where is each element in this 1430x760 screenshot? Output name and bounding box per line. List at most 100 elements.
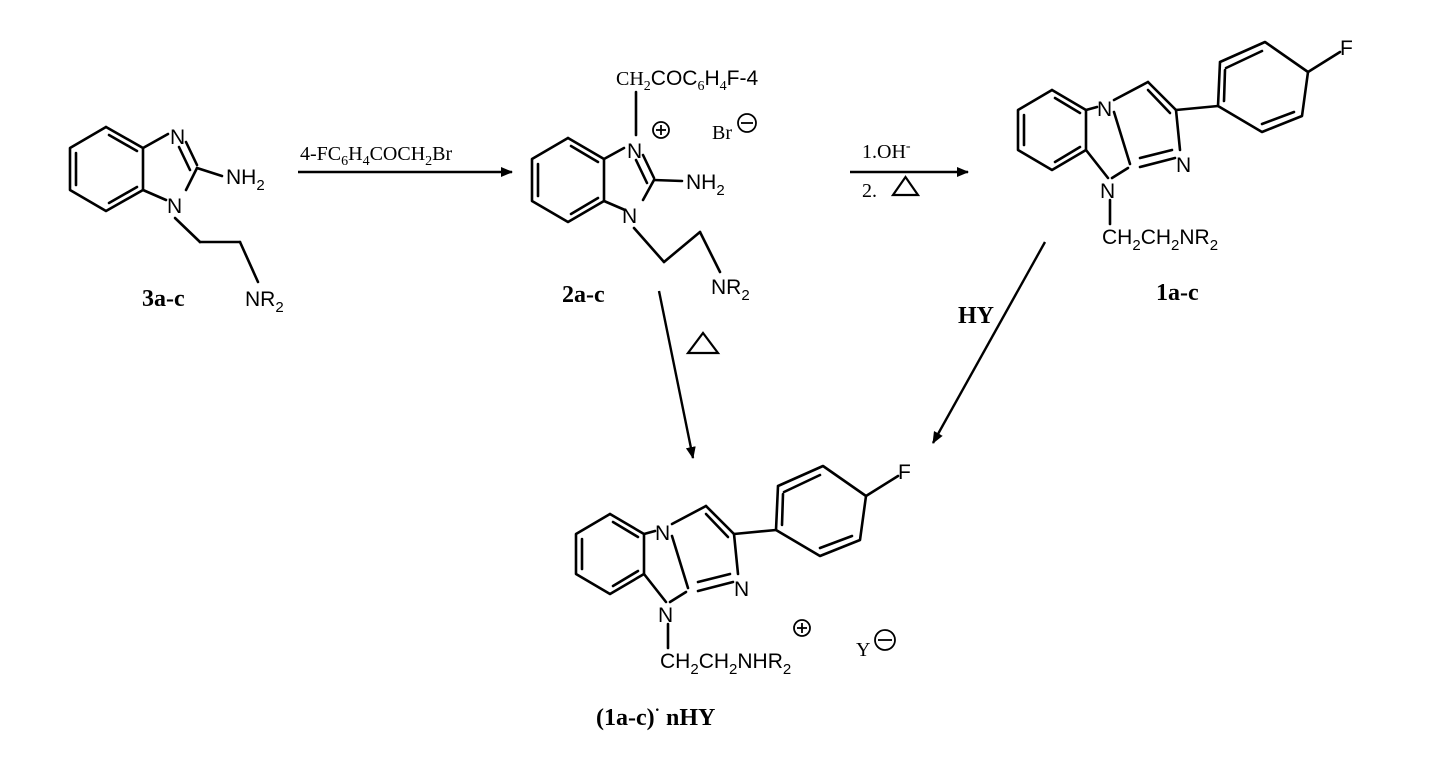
ring-double-bond [1146, 88, 1172, 115]
plus-charge-icon [652, 121, 670, 139]
benzene-inner-bond [611, 569, 640, 588]
reagent-phenacyl-bromide: 4-FC6H4COCH2Br [300, 143, 452, 169]
c-f-bond [1306, 50, 1342, 74]
imidazole-bond [141, 188, 168, 202]
aryl-link-bond [732, 528, 778, 536]
atom-nh2: NH2 [226, 166, 265, 194]
n-chain-ammonium: CH2CH2NHR2 [660, 650, 791, 678]
ring-bond [704, 504, 736, 536]
minus-charge-icon [874, 629, 896, 651]
reaction-arrow-3 [657, 290, 721, 459]
compound-1a-c: F N N N CH2CH2NR2 1a-c [1016, 37, 1353, 306]
benzene-inner-bond [569, 196, 600, 216]
compound-2a-c: CH2COC6H4F-4 N Br NH2 N NR2 2a-c [530, 67, 758, 308]
c-f-bond [864, 474, 900, 498]
chain-bond [238, 240, 260, 284]
atom-nh2: NH2 [686, 171, 725, 199]
imidazole-bond [141, 132, 170, 150]
ring-double-bond [1138, 148, 1174, 160]
imidazole-bond [602, 199, 627, 212]
ring-bond [732, 532, 740, 576]
ring-double-bond [704, 512, 730, 539]
atom-nr2: NR2 [711, 276, 750, 304]
aryl-inner-bond [1222, 68, 1227, 103]
ring-bond [1174, 108, 1182, 152]
imidazole-bond [641, 153, 656, 180]
reagent-hydroxide-step: 1.OH- [862, 139, 911, 163]
compound-1-bonds [1016, 40, 1342, 226]
ring-bond [642, 529, 657, 536]
compound-3a-c: N NH2 N NR2 3a-c [68, 125, 284, 316]
ring-bond [1138, 156, 1177, 169]
reagent-hy: HY [958, 303, 994, 329]
benzene-inner-bond [107, 133, 139, 153]
plus-charge-icon [793, 619, 811, 637]
salt-bonds [574, 464, 900, 650]
arrow-4-shaft [931, 241, 1047, 444]
atom-n: N [622, 205, 637, 228]
benzene-inner-bond [611, 520, 640, 539]
compound-2-bonds [530, 90, 722, 274]
c2-nh2-bond [195, 166, 224, 178]
atom-n9: N [658, 604, 673, 627]
imidazole-double-bond [177, 145, 192, 172]
reaction-arrow-1: 4-FC6H4COCH2Br [298, 143, 513, 177]
chain-bond [698, 230, 722, 274]
ring-bond [1112, 80, 1150, 102]
c2-nh2-bond [652, 178, 684, 183]
compound-label-3a-c: 3a-c [142, 286, 185, 312]
imidazole-bond [184, 166, 199, 192]
counterion-bromide: Br [712, 122, 732, 144]
arrow-3-shaft [657, 290, 696, 459]
ring-bond [1146, 80, 1178, 112]
benzene-inner-bond [1053, 96, 1082, 115]
n-substituent: CH2COC6H4F-4 [616, 67, 758, 94]
compound-label-salt: (1a-c)· nHY [596, 702, 715, 731]
n-chain-substituent: CH2CH2NR2 [1102, 226, 1218, 254]
compound-label-2a-c: 2a-c [562, 282, 605, 308]
benzene-inner-bond [1053, 145, 1082, 164]
ring-bond [1084, 105, 1099, 112]
compound-3-bonds [68, 125, 260, 284]
ring-bond [1112, 110, 1132, 166]
aryl-inner-bond [1224, 49, 1264, 70]
chain-bond [632, 226, 666, 264]
atom-f: F [1340, 37, 1353, 60]
imidazole-bond [641, 178, 656, 202]
compound-salt: F N N N CH2CH2NHR2 Y (1a-c)· nHY [574, 461, 911, 731]
reagent-heat-step: 2. [862, 180, 877, 202]
ring-bond [696, 580, 735, 593]
ring-bond [1110, 166, 1130, 180]
ring-bond [668, 590, 688, 604]
atom-n-bridge: N [655, 522, 670, 545]
imidazole-bond [602, 146, 626, 161]
atom-n9: N [1100, 180, 1115, 203]
atom-n-cationic: N [627, 140, 642, 163]
heat-triangle-icon [685, 331, 721, 355]
ring-bond [670, 504, 708, 526]
benzene-ring-3 [68, 125, 145, 213]
aryl-inner-bond [818, 534, 854, 550]
benzene-ring-2 [530, 136, 606, 224]
atom-f: F [898, 461, 911, 484]
chain-bond [173, 216, 202, 244]
benzene-inner-bond [569, 144, 600, 164]
ring-bond [670, 534, 690, 590]
ring-bond [1084, 148, 1110, 180]
imidazole-bond [184, 140, 199, 167]
atom-n-imine: N [734, 578, 749, 601]
fluorophenyl-ring-salt [774, 464, 868, 558]
reaction-arrow-4: HY [931, 241, 1047, 444]
benzene-ring-1 [1016, 88, 1088, 172]
atom-nr2: NR2 [245, 288, 284, 316]
chain-bond [662, 230, 702, 264]
imidazole-double-bond [634, 158, 649, 185]
ring-double-bond [696, 572, 732, 584]
reaction-arrow-2: 1.OH- 2. [850, 139, 969, 202]
counterion-y: Y [856, 639, 870, 661]
benzene-inner-bond [107, 185, 139, 205]
aryl-inner-bond [782, 473, 822, 494]
benzene-ring-salt [574, 512, 646, 596]
atom-n: N [167, 195, 182, 218]
